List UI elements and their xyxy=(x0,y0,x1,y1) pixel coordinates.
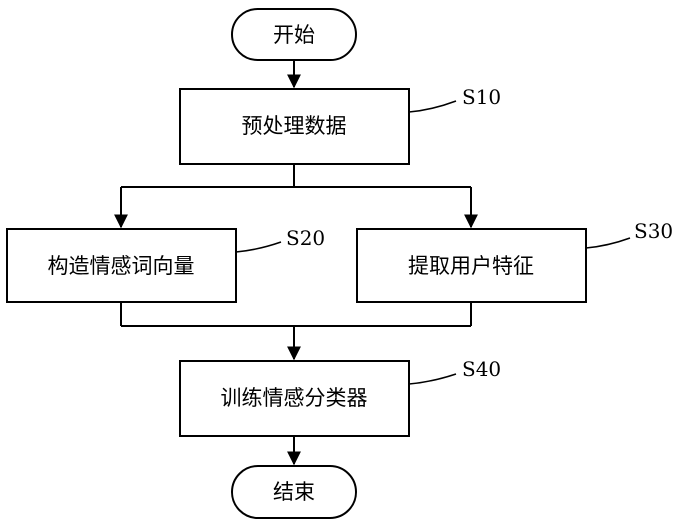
step-s10-id: S10 xyxy=(462,85,501,109)
step-s30-id: S30 xyxy=(634,219,673,243)
step-s40-label: 训练情感分类器 xyxy=(221,386,368,410)
step-s30-callout-line xyxy=(586,238,630,248)
step-s20-callout-line xyxy=(236,242,281,252)
end-node-label: 结束 xyxy=(273,480,315,504)
step-s20-id: S20 xyxy=(286,226,325,250)
step-s20-node: 构造情感词向量 xyxy=(7,229,236,302)
step-s10-label: 预处理数据 xyxy=(242,114,347,138)
step-s10-callout-line xyxy=(409,101,456,112)
start-node-label: 开始 xyxy=(273,23,315,47)
step-s40-node: 训练情感分类器 xyxy=(180,361,409,436)
step-s40-callout-line xyxy=(409,374,456,384)
step-s20-label: 构造情感词向量 xyxy=(48,254,195,278)
step-s30-label: 提取用户特征 xyxy=(408,254,534,278)
step-s30-node: 提取用户特征 xyxy=(357,229,586,302)
start-node: 开始 xyxy=(232,9,356,60)
step-s10-node: 预处理数据 xyxy=(180,89,409,164)
step-s40-id: S40 xyxy=(462,357,501,381)
end-node: 结束 xyxy=(232,466,356,518)
